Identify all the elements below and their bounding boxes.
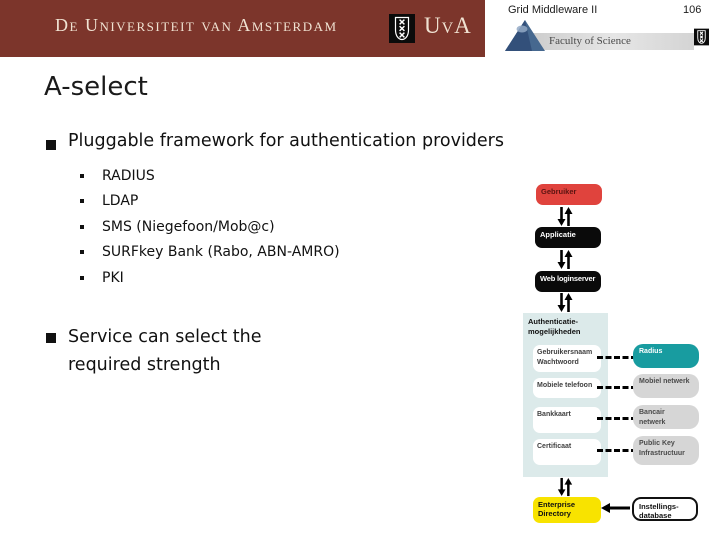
sub-bullet-icon (80, 250, 84, 255)
bullet-1-text: Pluggable framework for authentication p… (68, 131, 504, 151)
bullet-2-text: Service can select the required strength (68, 327, 262, 375)
faculty-strip (516, 33, 694, 50)
backend-mobile-network: Mobiel netwerk (633, 374, 699, 398)
sub-bullet-icon (80, 199, 84, 204)
mini-uva-crest-icon (694, 28, 709, 46)
double-arrow-icon (557, 207, 573, 226)
diagram-node-web-login-server: Web loginserver (535, 271, 601, 292)
list-item: PKI (80, 265, 340, 291)
page-title: A-select (44, 72, 148, 102)
backend-radius: Radius (633, 344, 699, 368)
list-item: SMS (Niegefoon/Mob@c) (80, 214, 340, 240)
double-arrow-icon (557, 293, 573, 312)
list-item: RADIUS (80, 163, 340, 189)
sub-bullet-list: RADIUS LDAP SMS (Niegefoon/Mob@c) SURFke… (80, 163, 340, 291)
diagram-node-enterprise-directory: Enterprise Directory (533, 497, 601, 523)
double-arrow-icon (557, 477, 573, 497)
backend-banking-network: Bancair netwerk (633, 405, 699, 429)
sub-item-label: RADIUS (102, 167, 155, 184)
dashed-connector (597, 449, 637, 452)
page-number: 106 (683, 4, 702, 16)
sub-bullet-icon (80, 275, 84, 280)
dashed-connector (597, 417, 637, 420)
list-item: SURFkey Bank (Rabo, ABN-AMRO) (80, 240, 340, 266)
list-item: LDAP (80, 189, 340, 215)
bullet-icon (46, 140, 56, 150)
sub-bullet-icon (80, 173, 84, 178)
auth-method-mobile-phone: Mobiele telefoon (533, 378, 601, 398)
bullet-icon (46, 333, 56, 343)
double-arrow-icon (557, 250, 573, 269)
sub-item-label: SMS (Niegefoon/Mob@c) (102, 218, 275, 235)
auth-method-username-password: Gebruikersnaam Wachtwoord (533, 345, 601, 372)
dashed-connector (597, 386, 637, 389)
sub-item-label: SURFkey Bank (Rabo, ABN-AMRO) (102, 244, 340, 261)
uva-crest-icon (389, 14, 415, 43)
auth-method-certificate: Certificaat (533, 439, 601, 465)
faculty-pyramid-icon (505, 20, 545, 51)
auth-container-label: Authenticatie-mogelijkheden (528, 317, 581, 336)
diagram-node-institution-database: Instellings-database (632, 497, 698, 521)
sub-bullet-icon (80, 224, 84, 229)
left-arrow-icon (601, 503, 630, 513)
dashed-connector (597, 356, 637, 359)
auth-method-bank-card: Bankkaart (533, 407, 601, 433)
uva-abbrev-label: UvA (424, 13, 472, 38)
diagram-node-user: Gebruiker (536, 184, 602, 205)
faculty-name: Faculty of Science (549, 35, 631, 47)
university-name: De Universiteit van Amsterdam (55, 15, 338, 35)
sub-item-label: LDAP (102, 193, 139, 210)
sub-item-label: PKI (102, 269, 124, 286)
backend-pki: Public Key Infrastructuur (633, 436, 699, 465)
diagram-node-application: Applicatie (535, 227, 601, 248)
course-title: Grid Middleware II (508, 4, 598, 16)
